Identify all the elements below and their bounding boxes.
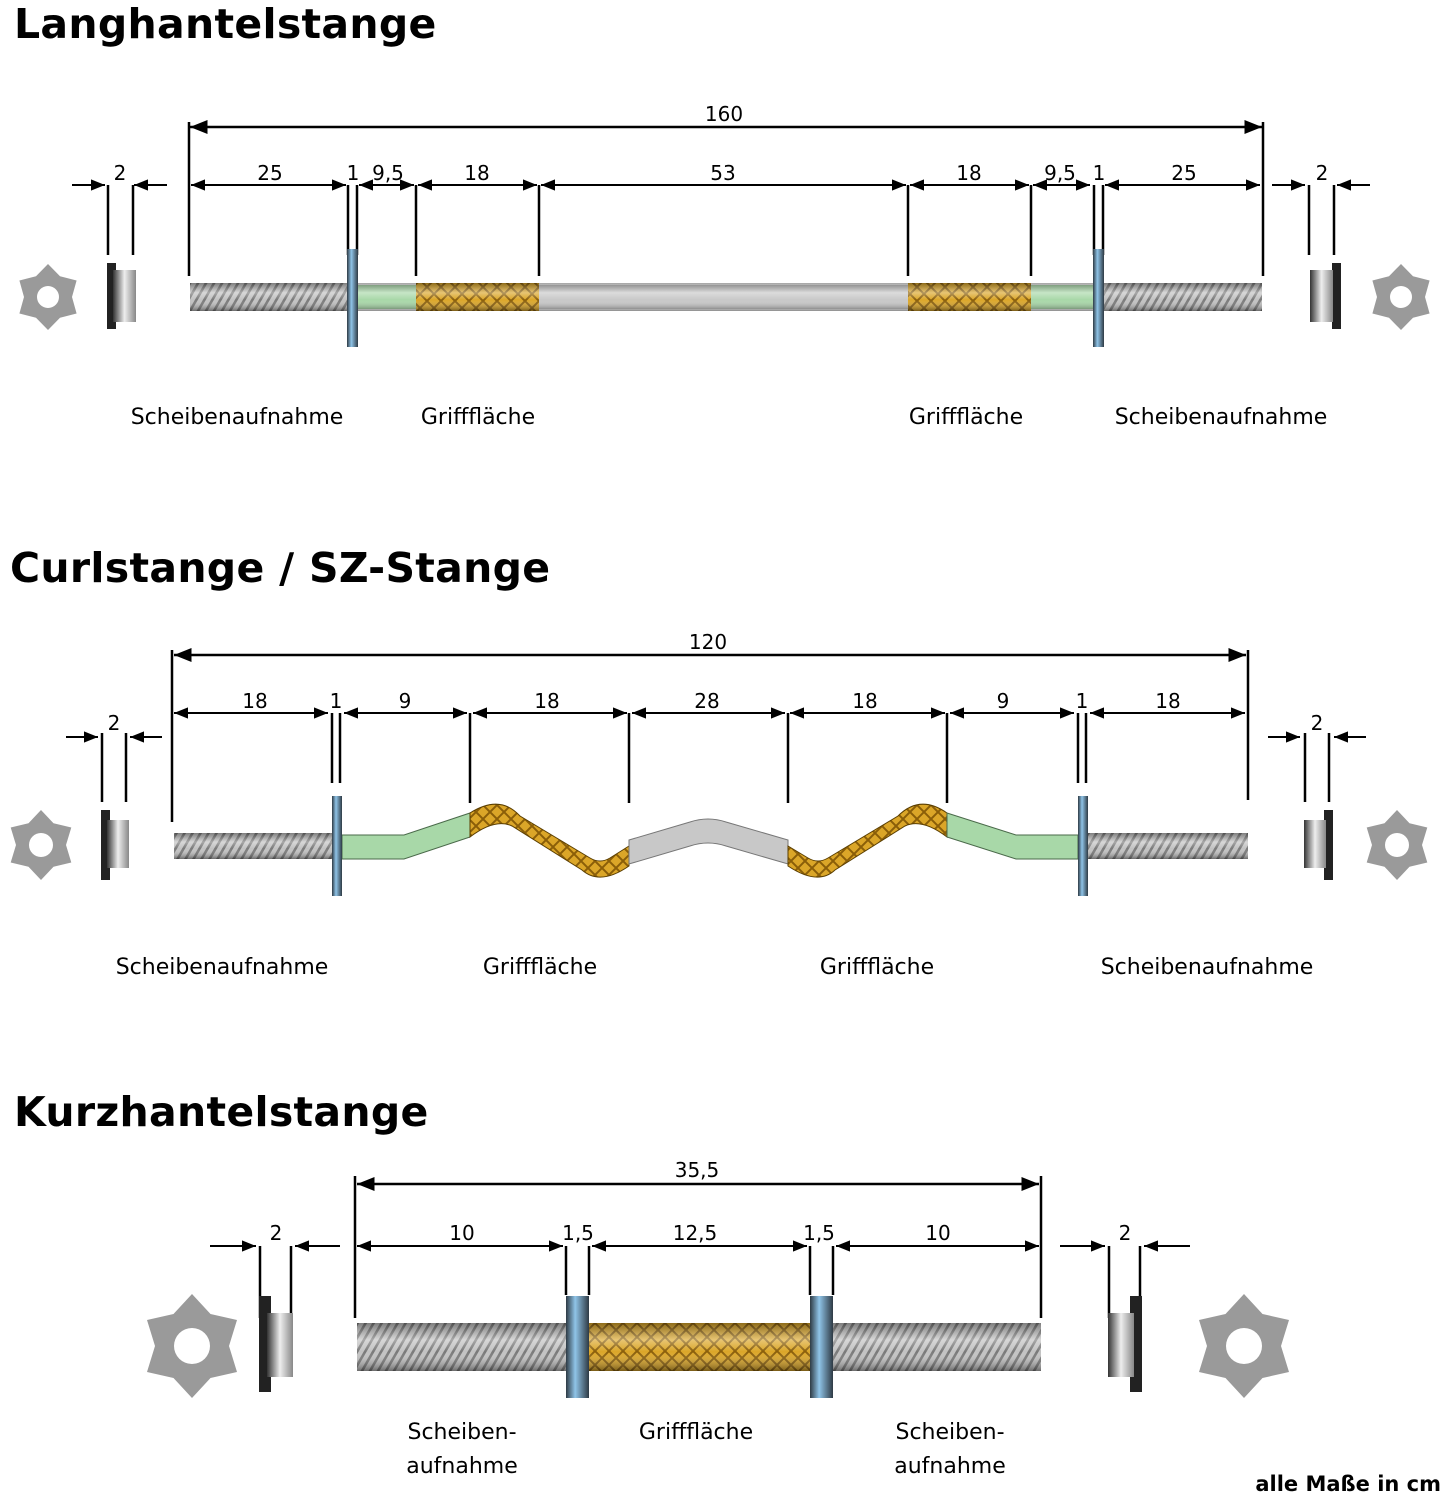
dim-segment: 1,5 <box>803 1221 835 1245</box>
star-nut-icon <box>10 810 72 880</box>
segment-dims <box>174 707 1245 803</box>
label-plate-seat-right: Scheiben- aufnahme <box>894 1416 1006 1484</box>
collar-nut-left <box>101 810 129 880</box>
segment-dims <box>191 179 1260 276</box>
collar-right <box>1093 249 1104 347</box>
dim-segment: 1 <box>1093 161 1106 185</box>
star-nut-icon <box>1366 810 1428 880</box>
section-langhantel: 160 25 1 9,5 18 53 18 <box>19 102 1430 347</box>
grip-left <box>469 803 630 878</box>
dim-segment: 18 <box>1155 689 1180 713</box>
collar-left <box>566 1296 589 1398</box>
label-plate-seat-left: Scheiben- aufnahme <box>406 1416 518 1484</box>
title-curlstange: Curlstange / SZ-Stange <box>10 544 551 592</box>
dim-segment: 18 <box>956 161 981 185</box>
center-plain <box>628 818 789 865</box>
dim-segment: 12,5 <box>673 1221 718 1245</box>
label-line: Scheiben- <box>407 1420 517 1445</box>
dim-segment: 9 <box>399 689 412 713</box>
smooth-left <box>341 812 471 860</box>
dim-segment: 1 <box>330 689 343 713</box>
label-grip-left: Grifffläche <box>482 955 598 980</box>
label-plate-seat-right: Scheibenaufnahme <box>1114 405 1328 430</box>
collar-right <box>1078 796 1088 896</box>
collar-nut-left <box>259 1296 293 1392</box>
dim-segment: 1 <box>1076 689 1089 713</box>
dim-collar-left: 2 <box>114 161 127 185</box>
dim-total: 160 <box>705 102 743 126</box>
dumbbell-rod <box>357 1296 1041 1398</box>
dim-segment: 9,5 <box>372 161 404 185</box>
dim-segment: 25 <box>1171 161 1196 185</box>
dim-segment: 18 <box>242 689 267 713</box>
dim-segment: 1 <box>347 161 360 185</box>
section-kurzhantel: 35,5 10 1,5 12,5 1,5 10 2 2 <box>147 1158 1289 1398</box>
collar-nut-left <box>107 263 136 329</box>
units-note: alle Maße in cm <box>1255 1472 1441 1496</box>
label-plate-seat-left: Scheibenaufnahme <box>115 955 329 980</box>
dim-segment: 9,5 <box>1044 161 1076 185</box>
star-nut-icon <box>147 1294 237 1398</box>
segment-dims <box>357 1240 1039 1295</box>
dim-collar-right: 2 <box>1119 1221 1132 1245</box>
star-nut-icon <box>1372 264 1430 330</box>
curl-bar-rod <box>174 796 1248 896</box>
label-grip-left: Grifffläche <box>420 405 536 430</box>
label-plate-seat-left: Scheibenaufnahme <box>130 405 344 430</box>
dim-total: 35,5 <box>675 1158 720 1182</box>
label-grip-right: Grifffläche <box>908 405 1024 430</box>
smooth-right <box>946 812 1079 860</box>
dim-segment: 53 <box>710 161 735 185</box>
collar-right <box>810 1296 833 1398</box>
dim-collar-right: 2 <box>1311 711 1324 735</box>
dim-segment: 10 <box>449 1221 474 1245</box>
dim-segment: 1,5 <box>562 1221 594 1245</box>
grip-right <box>787 803 948 878</box>
collar-nut-right <box>1310 263 1341 329</box>
collar-left <box>332 796 342 896</box>
dim-segment: 28 <box>694 689 719 713</box>
dim-total: 120 <box>689 630 727 654</box>
label-line: aufnahme <box>894 1454 1006 1479</box>
title-kurzhantel: Kurzhantelstange <box>14 1088 429 1136</box>
dim-segment: 18 <box>534 689 559 713</box>
dim-collar-right: 2 <box>1316 161 1329 185</box>
collar-nut-right <box>1304 810 1333 880</box>
label-line: aufnahme <box>406 1454 518 1479</box>
label-grip-right: Grifffläche <box>819 955 935 980</box>
star-nut-icon <box>1199 1294 1289 1398</box>
label-grip: Grifffläche <box>638 1420 754 1445</box>
label-line: Scheiben- <box>895 1420 1005 1445</box>
dim-segment: 9 <box>997 689 1010 713</box>
dim-collar-left: 2 <box>108 711 121 735</box>
collar-left <box>347 249 358 347</box>
star-nut-icon <box>19 264 77 330</box>
dim-collar-left: 2 <box>270 1221 283 1245</box>
dim-segment: 10 <box>925 1221 950 1245</box>
label-plate-seat-right: Scheibenaufnahme <box>1100 955 1314 980</box>
barbell-rod <box>190 249 1262 347</box>
dim-segment: 18 <box>464 161 489 185</box>
section-curlstange: 120 18 1 9 18 28 18 9 1 18 <box>10 630 1428 896</box>
collar-nut-right <box>1108 1296 1142 1392</box>
dim-segment: 18 <box>852 689 877 713</box>
dim-segment: 25 <box>257 161 282 185</box>
collar-dim <box>66 731 1366 802</box>
collar-dim <box>72 179 1370 255</box>
title-langhantel: Langhantelstange <box>14 0 437 48</box>
collar-dim <box>210 1240 1190 1318</box>
